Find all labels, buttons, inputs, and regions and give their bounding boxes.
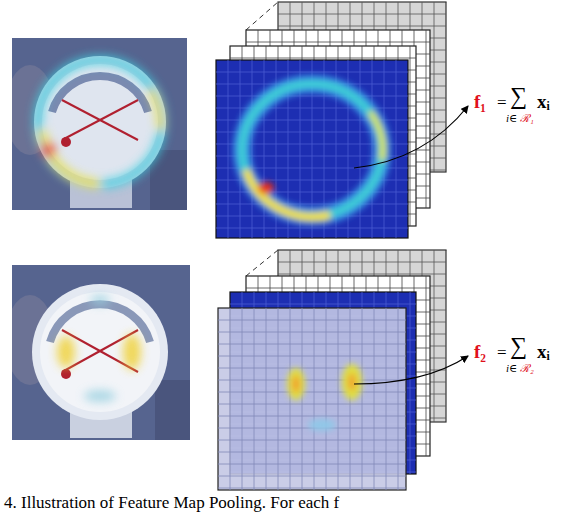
grid-line bbox=[434, 250, 435, 422]
grid-line bbox=[216, 108, 408, 109]
grid-line bbox=[278, 262, 446, 263]
grid-line bbox=[278, 14, 446, 15]
photo-hygrometer bbox=[12, 38, 187, 210]
feature-symbol: f₂ bbox=[474, 342, 486, 361]
sum-symbol: ∑ bbox=[510, 84, 527, 108]
grid-line bbox=[218, 452, 406, 453]
leader-arrow bbox=[354, 356, 468, 384]
photo-hygrometer bbox=[12, 265, 190, 440]
grid-line bbox=[218, 380, 406, 381]
region-symbol: ℛ₁ bbox=[520, 113, 534, 124]
grid-line bbox=[396, 60, 397, 238]
feature-maps bbox=[216, 2, 446, 490]
grid-line bbox=[218, 476, 406, 477]
equals-sign: = bbox=[497, 344, 507, 361]
grid-line bbox=[434, 2, 435, 172]
grid-line bbox=[218, 404, 406, 405]
grid-line bbox=[254, 308, 255, 490]
feature-vector: xᵢ bbox=[537, 342, 550, 361]
grid-line bbox=[302, 308, 303, 490]
depth-dash bbox=[246, 250, 278, 276]
activation-heatmap bbox=[287, 364, 362, 431]
grid-line bbox=[314, 308, 315, 490]
grid-line bbox=[230, 308, 231, 490]
grid-line bbox=[278, 274, 446, 275]
grid-line bbox=[426, 276, 427, 456]
grid-line bbox=[386, 308, 387, 490]
grid-line bbox=[218, 332, 406, 333]
grid-line bbox=[374, 308, 375, 490]
feature-symbol: f₁ bbox=[474, 92, 486, 111]
leader-arrow bbox=[354, 106, 468, 168]
grid-line bbox=[362, 308, 363, 490]
grid-line bbox=[266, 308, 267, 490]
figure-caption: 4. Illustration of Feature Map Pooling. … bbox=[4, 494, 339, 511]
grid-line bbox=[218, 356, 406, 357]
grid-line bbox=[338, 308, 339, 490]
grid-line bbox=[216, 192, 408, 193]
grid-line bbox=[326, 308, 327, 490]
grid-line bbox=[216, 96, 408, 97]
grid-line bbox=[242, 308, 243, 490]
grid-line bbox=[218, 440, 406, 441]
grid-line bbox=[228, 60, 229, 238]
grid-line bbox=[410, 292, 411, 474]
grid-line bbox=[216, 72, 408, 73]
grid-line bbox=[246, 288, 430, 289]
grid-line bbox=[410, 46, 411, 226]
grid-line bbox=[246, 42, 430, 43]
grid-line bbox=[278, 26, 446, 27]
index-set: i∈ bbox=[506, 113, 517, 124]
index-set: i∈ bbox=[506, 363, 517, 374]
feature-map bbox=[216, 60, 408, 238]
grid-line bbox=[252, 60, 253, 238]
grid-line bbox=[218, 488, 406, 489]
region-symbol: ℛ₂ bbox=[520, 363, 534, 374]
grid-line bbox=[218, 344, 406, 345]
feature-map-layer bbox=[216, 60, 408, 238]
grid-line bbox=[360, 60, 361, 238]
depth-dash bbox=[246, 2, 278, 30]
grid-line bbox=[372, 60, 373, 238]
grid-line bbox=[218, 416, 406, 417]
grid-line bbox=[278, 308, 279, 490]
grid-line bbox=[290, 308, 291, 490]
grid-line bbox=[398, 308, 399, 490]
grid-line bbox=[218, 464, 406, 465]
grid-line bbox=[218, 368, 406, 369]
grid-line bbox=[216, 204, 408, 205]
grid-line bbox=[218, 392, 406, 393]
feature-map bbox=[218, 308, 406, 490]
grid-line bbox=[218, 320, 406, 321]
activation-heatmap bbox=[242, 84, 383, 217]
feature-vector: xᵢ bbox=[537, 92, 550, 111]
equals-sign: = bbox=[497, 94, 507, 111]
grid-line bbox=[426, 30, 427, 208]
grid-line bbox=[230, 58, 416, 59]
grid-line bbox=[264, 60, 265, 238]
sum-symbol: ∑ bbox=[510, 334, 527, 358]
grid-line bbox=[216, 228, 408, 229]
grid-line bbox=[230, 304, 416, 305]
feature-map-layer bbox=[218, 308, 406, 490]
